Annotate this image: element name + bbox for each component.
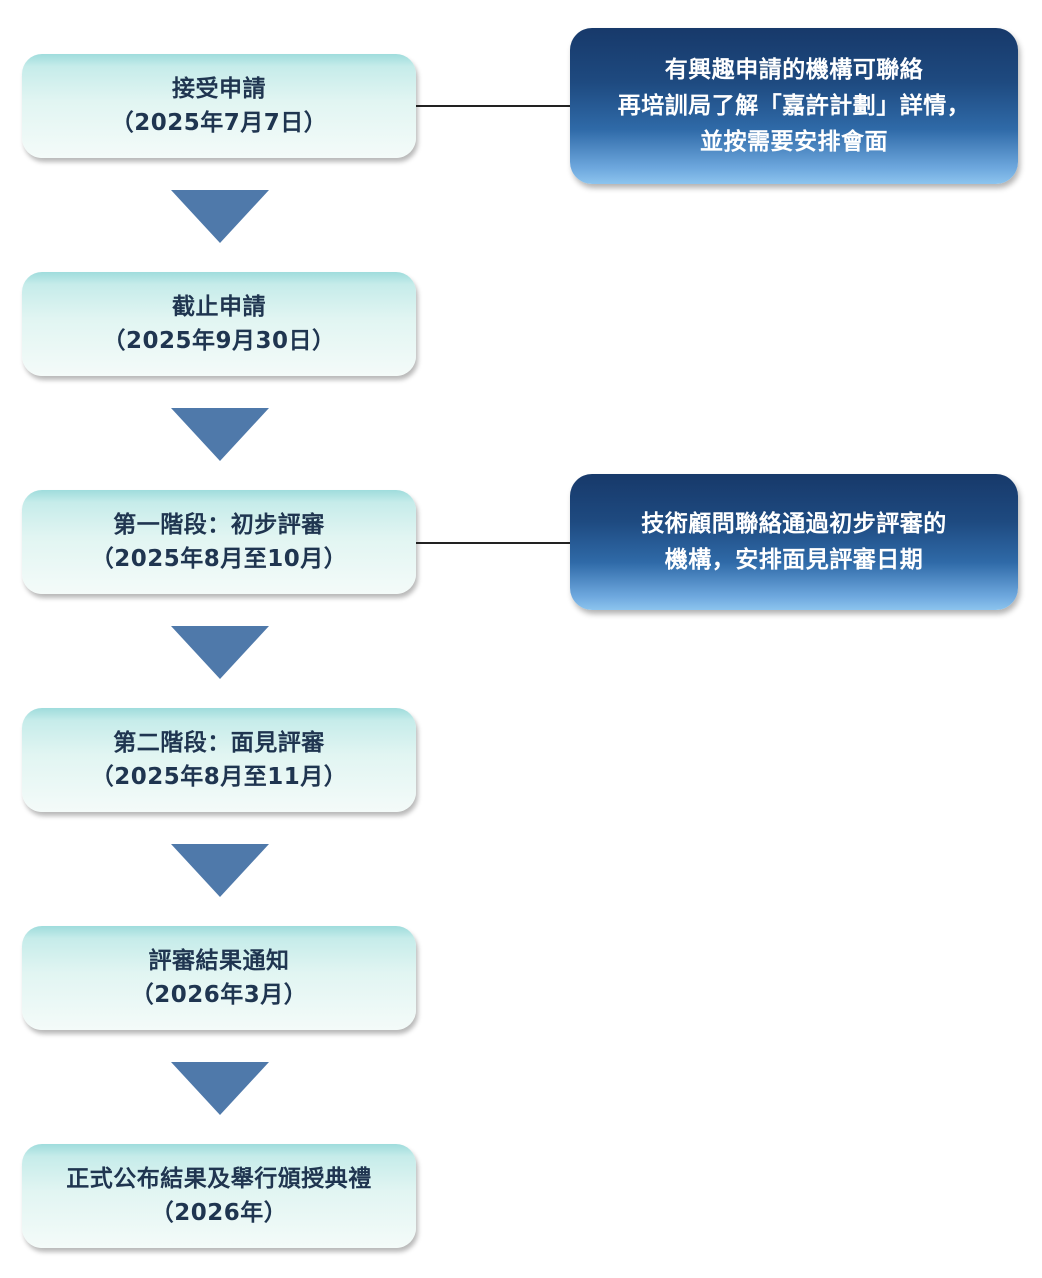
connector-line: [416, 542, 570, 544]
down-arrow-icon: [171, 190, 269, 243]
step-title: 第一階段：初步評審: [113, 512, 325, 538]
note-box-consultant-contact: 技術顧問聯絡通過初步評審的 機構，安排面見評審日期: [570, 474, 1018, 610]
step-title: 截止申請: [172, 294, 266, 320]
note-line: 有興趣申請的機構可聯絡: [664, 57, 924, 83]
step-date: （2025年8月至10月）: [90, 546, 348, 572]
note-line: 技術顧問聯絡通過初步評審的: [641, 511, 947, 537]
step-title: 評審結果通知: [148, 948, 290, 974]
down-arrow-icon: [171, 844, 269, 897]
step-box-accept-application: 接受申請 （2025年7月7日）: [22, 54, 416, 158]
note-line: 並按需要安排會面: [700, 129, 888, 155]
step-box-announcement-ceremony: 正式公布結果及舉行頒授典禮 （2026年）: [22, 1144, 416, 1248]
step-box-preliminary-assessment: 第一階段：初步評審 （2025年8月至10月）: [22, 490, 416, 594]
step-title: 接受申請: [172, 76, 266, 102]
step-box-interview-assessment: 第二階段：面見評審 （2025年8月至11月）: [22, 708, 416, 812]
step-date: （2026年）: [150, 1200, 288, 1226]
step-title: 第二階段：面見評審: [113, 730, 325, 756]
step-box-application-deadline: 截止申請 （2025年9月30日）: [22, 272, 416, 376]
down-arrow-icon: [171, 408, 269, 461]
down-arrow-icon: [171, 1062, 269, 1115]
step-date: （2025年8月至11月）: [90, 764, 348, 790]
connector-line: [416, 105, 570, 107]
step-date: （2026年3月）: [130, 982, 308, 1008]
note-line: 再培訓局了解「嘉許計劃」詳情，: [617, 93, 971, 119]
step-date: （2025年9月30日）: [102, 328, 336, 354]
step-title: 正式公布結果及舉行頒授典禮: [66, 1166, 372, 1192]
note-line: 機構，安排面見評審日期: [664, 547, 924, 573]
step-box-result-notification: 評審結果通知 （2026年3月）: [22, 926, 416, 1030]
step-date: （2025年7月7日）: [110, 110, 328, 136]
note-box-enquiry: 有興趣申請的機構可聯絡 再培訓局了解「嘉許計劃」詳情， 並按需要安排會面: [570, 28, 1018, 184]
down-arrow-icon: [171, 626, 269, 679]
